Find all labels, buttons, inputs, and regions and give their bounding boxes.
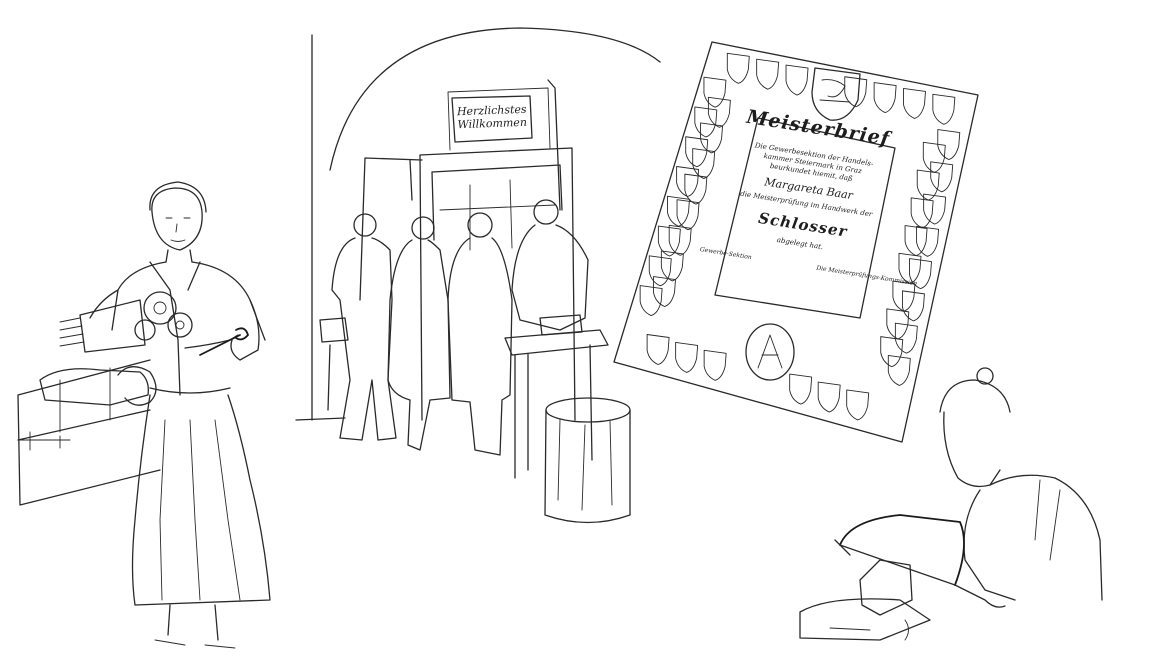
heraldic-shields-border xyxy=(639,52,961,421)
master-certificate-frame xyxy=(613,41,979,443)
heraldic-shield xyxy=(685,136,709,168)
certificate-inner-panel xyxy=(714,117,896,319)
heraldic-shield xyxy=(930,161,954,193)
heraldic-shield xyxy=(657,225,681,257)
heraldic-shield xyxy=(789,373,813,405)
heraldic-shield xyxy=(684,173,708,205)
heraldic-shield xyxy=(937,129,961,160)
vise xyxy=(39,368,149,406)
certificate-text-block: Meisterbrief Die Gewerbesektion der Hand… xyxy=(691,98,920,327)
heraldic-shield xyxy=(923,193,947,225)
doorway xyxy=(419,147,576,421)
heraldic-shield xyxy=(887,354,911,386)
machine-tool xyxy=(295,317,349,421)
center-workbench xyxy=(504,314,609,479)
worker-1 xyxy=(331,213,397,441)
head xyxy=(151,187,203,251)
heraldic-shield xyxy=(676,199,700,231)
vise-handle xyxy=(17,431,71,451)
worker-2 xyxy=(387,216,451,451)
heraldic-shield xyxy=(648,255,672,287)
heraldic-shield xyxy=(756,58,780,90)
heraldic-shield xyxy=(668,224,692,256)
heraldic-shield xyxy=(785,64,809,96)
coat-of-arms-crest xyxy=(811,67,861,121)
heraldic-shield xyxy=(873,82,897,114)
heraldic-shield xyxy=(846,389,870,421)
bench-vise xyxy=(859,559,913,616)
heraldic-shield xyxy=(703,76,727,108)
heraldic-shield xyxy=(903,87,926,119)
heraldic-shield xyxy=(844,76,868,108)
heraldic-shield xyxy=(817,381,841,413)
certificate-signature-left: Gewerbe-Sektion xyxy=(699,246,753,262)
heraldic-shield xyxy=(916,225,940,257)
woman-sawing-figure xyxy=(799,367,1103,641)
heraldic-shield xyxy=(880,336,904,368)
hair-bun-head xyxy=(939,379,1011,413)
wrench xyxy=(199,327,249,356)
heraldic-shield xyxy=(646,334,670,365)
heraldic-shield xyxy=(707,96,731,128)
worker-3 xyxy=(447,212,513,456)
heraldic-shield xyxy=(894,322,918,354)
certificate-seal xyxy=(745,323,795,381)
heraldic-shield xyxy=(700,122,724,154)
heraldic-shield xyxy=(653,276,676,307)
hair xyxy=(149,181,207,213)
gear-mechanism xyxy=(59,291,239,353)
heraldic-shield xyxy=(703,349,727,381)
sign-line-2: Willkommen xyxy=(457,115,528,132)
heraldic-shield xyxy=(909,258,932,290)
belt xyxy=(149,387,231,394)
workshop-scene xyxy=(295,27,661,524)
heraldic-shield xyxy=(726,52,750,84)
certificate-signature-right: Die Meisterprüfungs-Kommission xyxy=(815,264,918,288)
welcome-sign: Herzlichstes Willkommen xyxy=(452,103,533,132)
woman-at-vise-figure xyxy=(17,181,271,649)
heraldic-shield xyxy=(932,93,956,125)
heraldic-shield xyxy=(660,250,684,282)
welcome-sign-board xyxy=(447,87,551,151)
tree-stump xyxy=(544,397,631,524)
hacksaw xyxy=(839,514,965,586)
arch xyxy=(329,27,661,171)
heraldic-shield xyxy=(675,341,699,373)
worker-4 xyxy=(511,199,589,331)
workbench xyxy=(17,359,161,506)
